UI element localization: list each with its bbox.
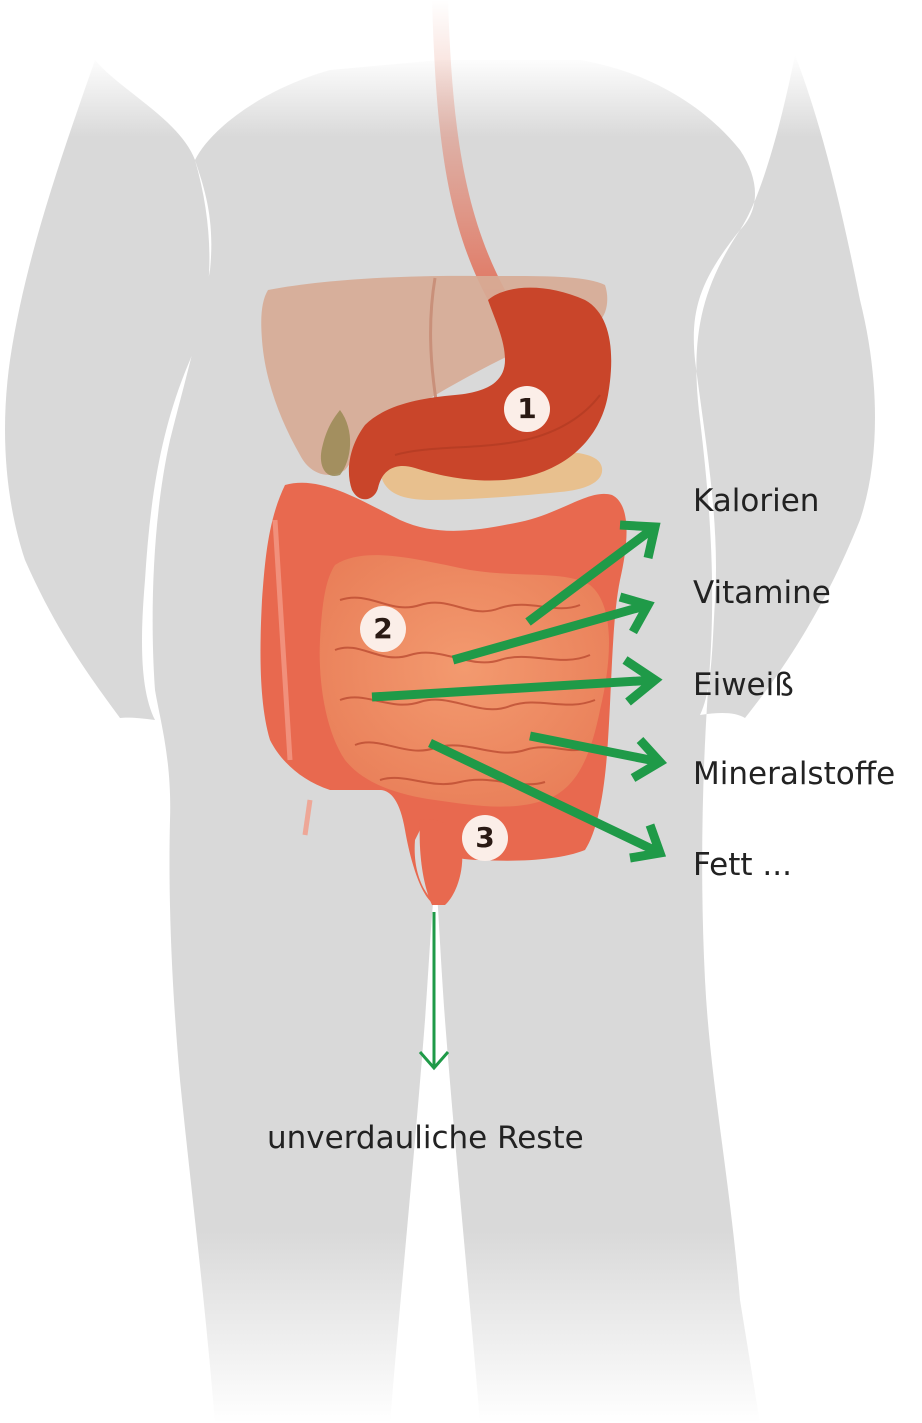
label-mineralstoffe: Mineralstoffe xyxy=(693,759,895,790)
label-waste: unverdauliche Reste xyxy=(267,1123,584,1154)
label-fett: Fett ... xyxy=(693,850,792,881)
label-vitamine: Vitamine xyxy=(693,578,831,609)
marker-large-intestine: 3 xyxy=(462,815,508,861)
label-eiweiss: Eiweiß xyxy=(693,670,794,701)
label-kalorien: Kalorien xyxy=(693,486,819,517)
marker-stomach: 1 xyxy=(504,386,550,432)
marker-small-intestine: 2 xyxy=(360,606,406,652)
